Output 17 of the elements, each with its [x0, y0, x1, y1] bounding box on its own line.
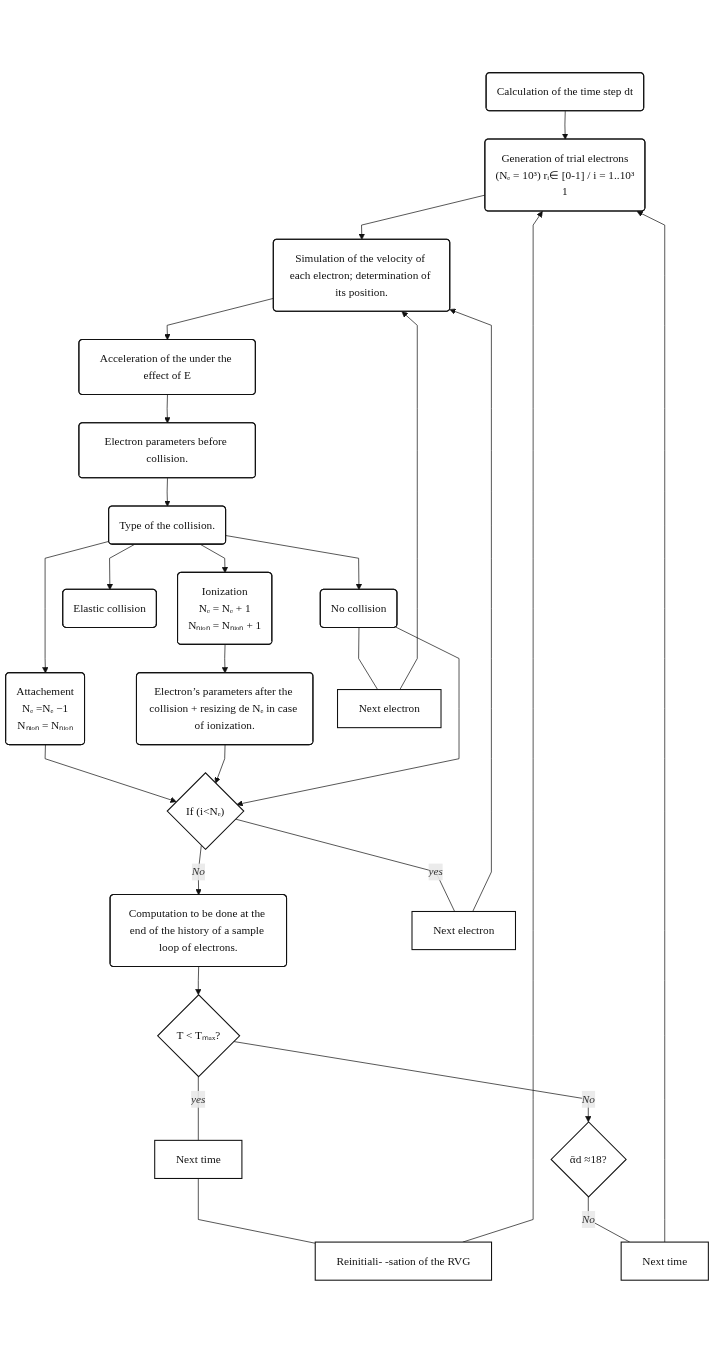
edge-label: No [581, 1092, 595, 1105]
connector [235, 818, 455, 912]
node-box: Next time [154, 1139, 243, 1179]
edge-label: No [581, 1212, 595, 1225]
edge-label: No [191, 865, 205, 878]
node-box: Next electron [411, 910, 516, 950]
node-box: Next time [620, 1241, 709, 1281]
node-diamond: T < Tₘₐₓ? [156, 993, 241, 1078]
node-box: Reinitiali- -sation of the RVG [314, 1241, 493, 1281]
edge-label: yes [191, 1092, 206, 1105]
node-box: Next electron [337, 688, 442, 728]
connector [358, 627, 378, 690]
node-diamond: ᾱd ≈18? [550, 1120, 627, 1198]
connector [197, 1177, 316, 1244]
node-diamond: If (i<Nₑ) [166, 771, 245, 850]
connector [197, 1075, 199, 1141]
edge-label: yes [428, 865, 443, 878]
